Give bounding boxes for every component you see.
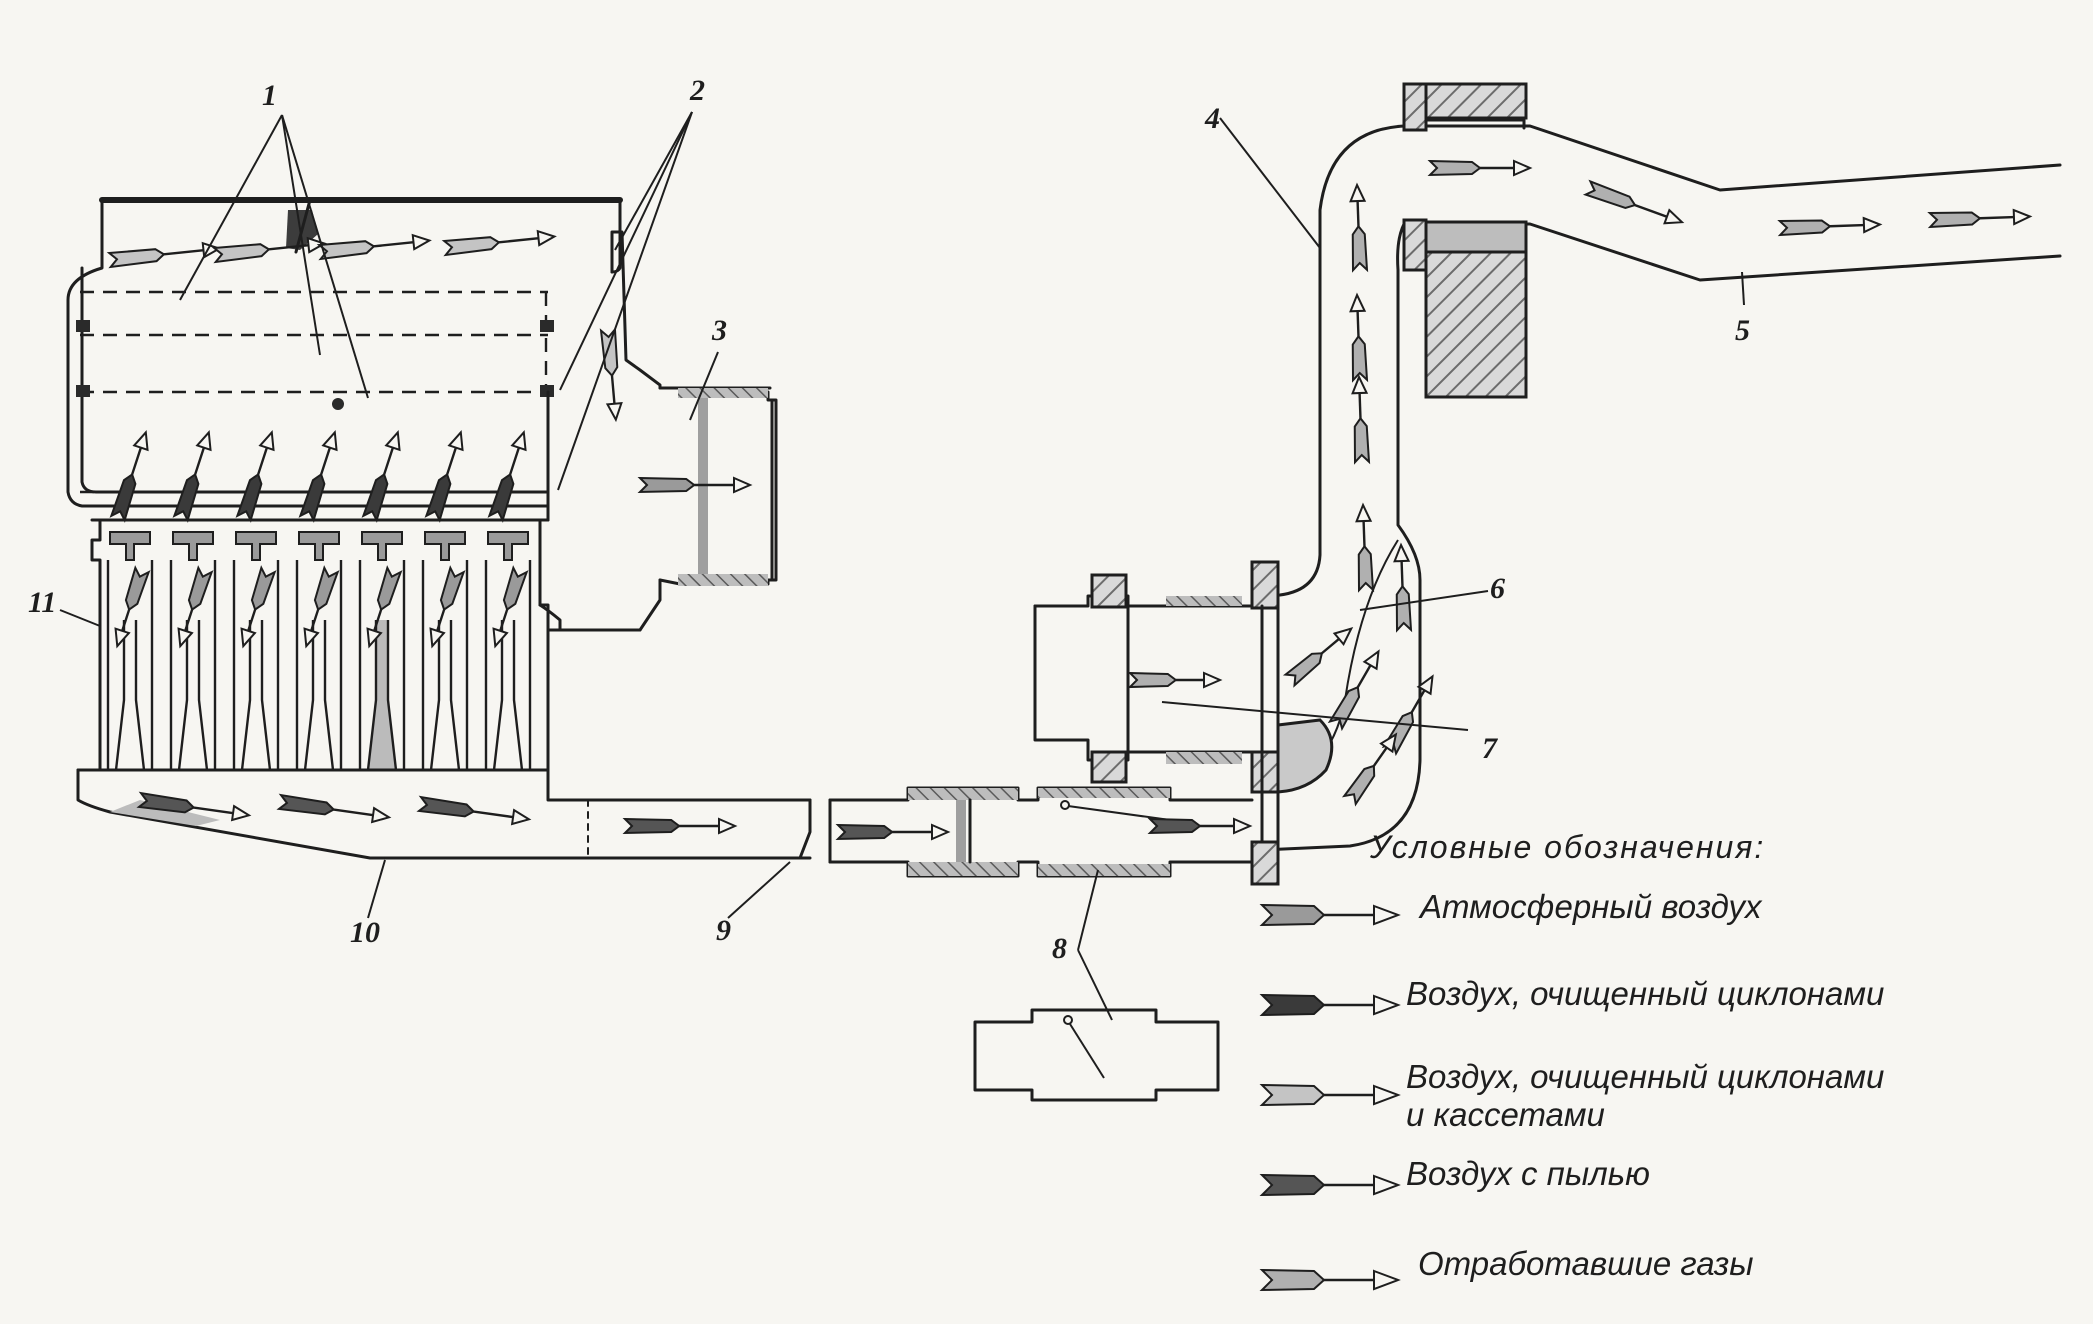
label-1: 1 (262, 79, 277, 112)
cyclone-inlet-arrow (429, 565, 466, 649)
label-4: 4 (1204, 102, 1220, 135)
elbow-flow-arrow (1355, 502, 1375, 593)
cyclone-tube (295, 531, 343, 772)
outlet5-flow-arrow (1777, 216, 1883, 237)
part-labels: 1 2 3 4 5 6 7 8 9 10 11 (28, 74, 1750, 965)
cyclone-tube (169, 531, 217, 772)
legend-text-dusty: Воздух с пылью (1406, 1155, 1650, 1192)
cyclone-up-arrow (109, 430, 149, 523)
cyclone-inlet-arrow (492, 565, 529, 649)
dust-flow-arrow (136, 791, 252, 822)
elbow-flow-arrow (1349, 292, 1369, 383)
legend-text-exhaust: Отработавшие газы (1418, 1245, 1754, 1282)
elbow-flow-arrow (1393, 542, 1413, 633)
exhaust-duct-assembly (828, 82, 2062, 1102)
legend-item-dusty: Воздух с пылью (1259, 1155, 1650, 1197)
legend-text-cassette-cleaned: Воздух, очищенный циклонами (1406, 1058, 1884, 1095)
atmospheric-air-arrow-icon (1259, 903, 1401, 927)
cyclone-up-arrow (487, 430, 527, 523)
elbow-flow-arrow (1341, 732, 1398, 807)
dust-flow-arrow (276, 793, 392, 824)
air-cleaner-housing (66, 197, 772, 772)
cassette-cleaned-air-arrow-icon (1259, 1083, 1401, 1107)
fan-flow-arrow (637, 476, 753, 494)
elbow-flow-arrow (1351, 374, 1371, 465)
cyclone-up-arrow (298, 430, 338, 523)
dust-flow-arrow (416, 795, 532, 826)
cyclone-up-arrow (424, 430, 464, 523)
outlet5-flow-arrow (1427, 159, 1533, 177)
label-6: 6 (1490, 572, 1505, 605)
label-11: 11 (28, 586, 56, 619)
pipe8-flow-arrow (835, 823, 951, 841)
legend-title: Условные обозначения: (1369, 829, 1765, 865)
cyclone-inlet-arrow (366, 565, 403, 649)
outlet5-flow-arrow (1582, 179, 1685, 225)
outlet5-flow-arrow (1927, 208, 2033, 229)
dust-collector-10 (76, 768, 812, 860)
cyclone-inlet-arrow (240, 565, 277, 649)
cyclone-tube (232, 531, 280, 772)
cyclone-tubes (106, 531, 532, 772)
label-10: 10 (350, 916, 380, 949)
label-9: 9 (716, 914, 731, 947)
upper-flow-arrow (441, 229, 557, 257)
legend-item-cyclone-cleaned: Воздух, очищенный циклонами (1259, 975, 1884, 1017)
elbow-flow-arrow (1349, 182, 1369, 273)
legend-item-cassette-cleaned: Воздух, очищенный циклонами и кассетами (1259, 1058, 1884, 1133)
legend-item-atmospheric: Атмосферный воздух (1259, 888, 1763, 927)
dusty-air-arrow-icon (1259, 1173, 1401, 1197)
cyclone-up-arrow (361, 430, 401, 523)
leader-lines (59, 111, 1745, 1021)
cyclone-tube (421, 531, 469, 772)
elbow-flow-arrow (1282, 626, 1354, 688)
label-2: 2 (689, 74, 705, 107)
upper-flow-arrow (106, 241, 222, 269)
label-7: 7 (1482, 732, 1498, 765)
outlet-flow-arrow (599, 326, 623, 423)
ejector-flow-arrow (1127, 671, 1223, 689)
cyclone-inlet-arrow (114, 565, 151, 649)
cyclone-up-arrow (172, 430, 212, 523)
cyclone-tube (358, 531, 406, 772)
cyclone-inlet-arrow (177, 565, 214, 649)
label-8: 8 (1052, 932, 1067, 965)
legend-text-atmospheric: Атмосферный воздух (1418, 888, 1763, 925)
legend-item-exhaust: Отработавшие газы (1259, 1245, 1754, 1292)
legend: Условные обозначения: Атмосферный воздух… (1259, 829, 1884, 1292)
upper-flow-arrow (316, 233, 432, 261)
pipe9-flow-arrow (622, 817, 738, 835)
legend-text-cassette-cleaned-2: и кассетами (1406, 1096, 1605, 1133)
label-5: 5 (1735, 314, 1750, 347)
cyclone-inlet-arrow (303, 565, 340, 649)
exhaust-gas-arrow-icon (1259, 1268, 1401, 1292)
cyclone-up-arrow (235, 430, 275, 523)
flow-arrows (106, 159, 2033, 841)
label-3: 3 (711, 314, 727, 347)
elbow-flow-arrow (1327, 649, 1380, 732)
legend-text-cyclone-cleaned: Воздух, очищенный циклонами (1406, 975, 1884, 1012)
pipe8b-flow-arrow (1147, 817, 1253, 835)
cyclone-cleaned-air-arrow-icon (1259, 993, 1401, 1017)
upper-flow-arrow (211, 236, 327, 264)
cyclone-tube (106, 531, 154, 772)
cyclone-tube (484, 531, 532, 772)
